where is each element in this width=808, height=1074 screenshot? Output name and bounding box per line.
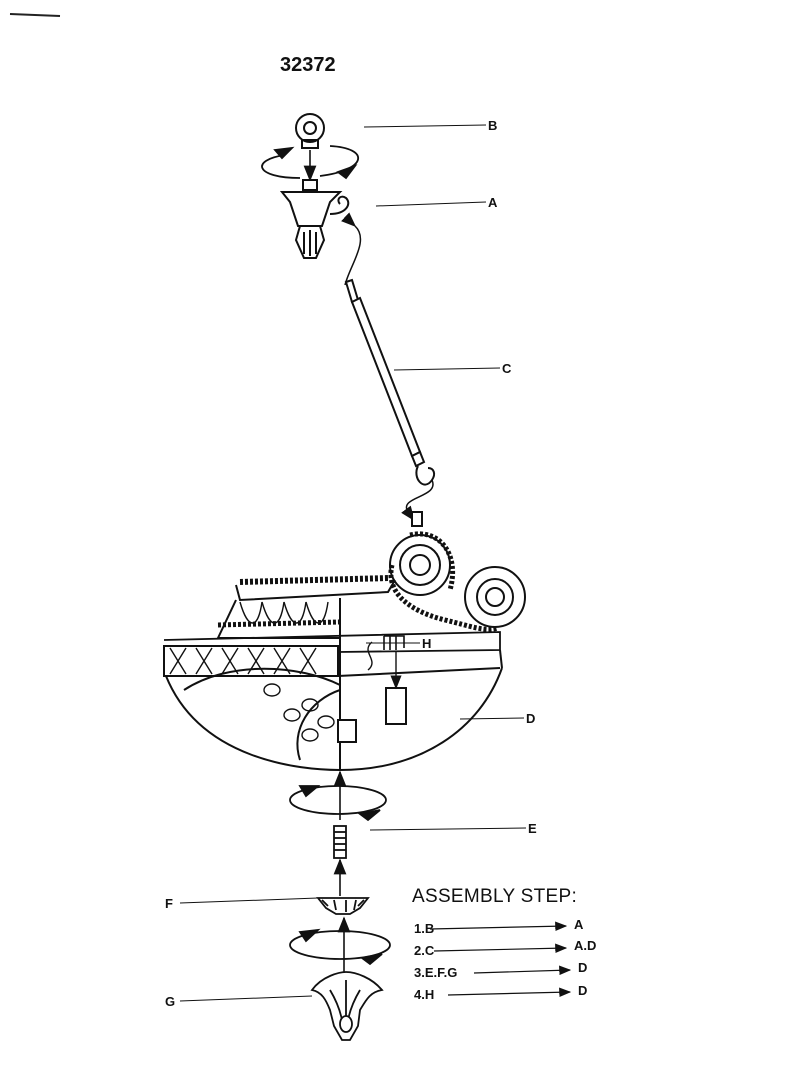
step-3-from: 3.E.F.G (414, 965, 458, 980)
label-part-c: C (502, 361, 512, 376)
assembly-steps-title: ASSEMBLY STEP: (412, 886, 578, 907)
label-part-h: H (422, 636, 432, 651)
step-arrows (429, 921, 572, 998)
label-part-g: G (165, 994, 176, 1009)
label-part-d: D (526, 711, 536, 726)
rotation-arrow-middle (289, 785, 387, 822)
leader-lines (179, 124, 527, 1002)
part-g-finial (310, 971, 384, 1041)
step-2-from: 2.C (414, 943, 435, 958)
step-4-to: D (578, 983, 588, 998)
model-number: 32372 (280, 54, 336, 76)
wire-c-d (401, 479, 434, 522)
rotation-arrow-bottom (289, 928, 391, 966)
label-part-b: B (488, 118, 498, 133)
step-1-from: 1.B (414, 921, 435, 936)
part-c-rod (344, 278, 436, 486)
label-part-e: E (528, 821, 537, 836)
part-b-ring (295, 113, 325, 149)
part-a-canopy (279, 179, 350, 259)
step-2-to: A.D (574, 938, 597, 953)
wire-a-c (341, 212, 362, 286)
label-part-f: F (165, 896, 173, 911)
label-part-a: A (488, 195, 498, 210)
step-4-from: 4.H (414, 987, 435, 1002)
rotation-arrow-top (261, 145, 360, 180)
part-e-nipple (333, 825, 347, 859)
scan-mark (9, 13, 61, 17)
step-3-to: D (578, 960, 588, 975)
step-1-to: A (574, 917, 584, 932)
part-f-cup (316, 897, 370, 915)
part-d-fixture (163, 511, 526, 772)
